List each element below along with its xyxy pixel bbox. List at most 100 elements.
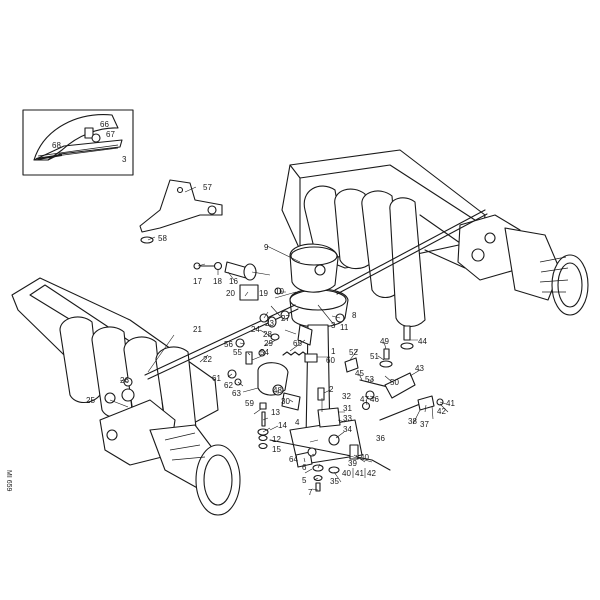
rod-36 [269,439,391,471]
label-19: 19 [259,289,268,298]
inset-flange [33,139,123,161]
part-25 [104,392,116,404]
bolt-17-head [193,262,201,270]
label-35: 35 [330,477,339,486]
part-34 [328,434,340,446]
washer-18 [213,261,223,271]
label-3: 3 [331,321,336,330]
label-10: 10 [275,287,284,296]
bolt-13 [261,411,266,427]
rod-21 [144,304,296,376]
inset-label-67: 67 [106,130,115,139]
label-42: 42 [437,407,446,416]
split-label-40: 40 [342,469,351,478]
part-10 [274,287,282,295]
label-4: 4 [295,418,300,427]
inset-label-68: 68 [52,141,61,150]
label-25: 25 [86,396,95,405]
label-40-lower: 40 [360,453,369,462]
label-21: 21 [193,325,202,334]
label-65: 65 [293,339,302,348]
bracket-plate [139,179,223,233]
manifold-top-edge [289,164,479,223]
right-linkage-boss [471,248,485,262]
inset-detail [22,109,134,176]
part-labels: 1 2 3 4 5 6 7 8 9 10 11 12 13 14 15 16 1… [86,183,455,497]
left-filter-ring [203,454,233,506]
label-59: 59 [245,399,254,408]
inset-stud [84,127,94,139]
bush-19 [243,263,257,281]
bolt-44 [403,325,411,341]
label-29: 29 [264,339,273,348]
bracket-57 [139,179,223,244]
label-17: 17 [193,277,202,286]
label-12: 12 [272,435,281,444]
part-64 [295,451,313,468]
label-20: 20 [226,289,235,298]
label-13: 13 [271,408,280,417]
left-air-intake [99,388,241,516]
part-43 [384,372,416,399]
part-37 [417,395,435,411]
label-48: 48 [273,386,282,395]
inset-label-66: 66 [100,120,109,129]
left-filter [195,444,241,516]
label-36: 36 [376,434,385,443]
label-27: 27 [281,314,290,323]
label-38: 38 [408,417,417,426]
part-31 [317,407,341,428]
right-air-intake [457,214,589,316]
part-7 [315,482,321,492]
part-39 [349,444,359,460]
label-7: 7 [308,488,313,497]
part-60 [304,353,318,363]
exhaust-manifold [281,149,486,328]
label-33: 33 [343,414,352,423]
split-label-42: 42 [367,469,376,478]
label-23: 23 [265,319,274,328]
inset-nut [91,133,101,143]
inset-frame [22,109,134,176]
label-37: 37 [420,420,429,429]
split-label-41: 41 [355,469,364,478]
label-55: 55 [233,348,242,357]
throttle-housing-bolt [314,264,326,276]
label-52: 52 [349,348,358,357]
part-26 [123,377,133,387]
label-62: 62 [224,381,233,390]
label-58: 58 [158,234,167,243]
rod-upper-b [336,213,488,295]
label-1: 1 [331,347,336,356]
label-18: 18 [213,277,222,286]
inset-label-3: 3 [122,155,127,164]
label-31: 31 [343,404,352,413]
label-46: 46 [370,395,379,404]
left-linkage-boss [121,388,135,402]
label-56: 56 [224,340,233,349]
label-44: 44 [418,337,427,346]
part-27 [280,310,290,320]
label-32: 32 [342,392,351,401]
label-60: 60 [326,356,335,365]
part-52 [344,357,359,373]
side-code: MI 659 [5,470,12,492]
left-hose-ribs [164,432,206,461]
label-5: 5 [302,476,307,485]
throttle-housing-9 [289,243,339,293]
label-43: 43 [415,364,424,373]
inset-gasket [33,114,119,161]
label-53: 53 [365,375,374,384]
left-intake-manifold [11,277,219,437]
right-linkage-boss-2 [484,232,496,244]
label-8: 8 [352,311,357,320]
label-22: 22 [203,355,212,364]
right-filter-ring [557,262,583,308]
label-47: 47 [360,395,369,404]
right-hose-ribs [539,256,569,293]
label-16: 16 [229,277,238,286]
part-35 [328,466,340,474]
part-28 [270,333,280,341]
label-50: 50 [390,378,399,387]
